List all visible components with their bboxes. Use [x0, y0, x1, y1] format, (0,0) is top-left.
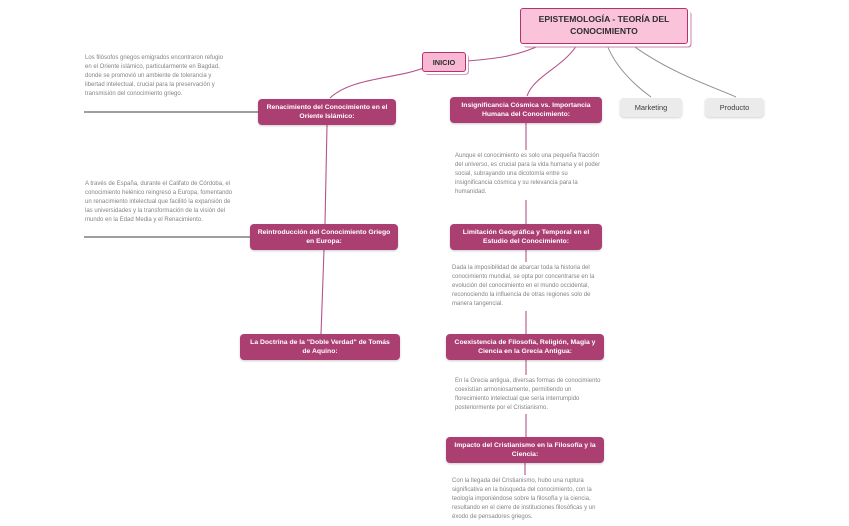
node-marketing[interactable]: Marketing [620, 98, 682, 117]
note-llegada-cristianismo[interactable]: Con la llegada del Cristianismo, hubo un… [452, 478, 596, 520]
connector-title-marketing [606, 44, 652, 98]
connector-title-inicio [466, 43, 544, 62]
node-renacimiento[interactable]: Renacimiento del Conocimiento en el Orie… [258, 99, 396, 125]
node-impacto[interactable]: Impacto del Cristianismo en la Filosofía… [446, 437, 604, 463]
note-mundo-occidental[interactable]: Dada la imposibilidad de abarcar toda la… [452, 265, 595, 307]
node-reintroduccion[interactable]: Reintroducción del Conocimiento Griego e… [250, 224, 398, 250]
note-filosofos-griegos[interactable]: Los filósofos griegos emigrados encontra… [85, 55, 224, 97]
node-limitacion[interactable]: Limitación Geográfica y Temporal en el E… [450, 224, 602, 250]
node-coexistencia[interactable]: Coexistencia de Filosofía, Religión, Mag… [446, 334, 604, 360]
node-doctrina[interactable]: La Doctrina de la "Doble Verdad" de Tomá… [240, 334, 400, 360]
connector-title-insignificancia [526, 44, 578, 97]
connector-renacimiento-reintroduccion [324, 124, 328, 225]
note-grecia-antigua[interactable]: En la Grecia antigua, diversas formas de… [455, 378, 601, 411]
node-insignificancia[interactable]: Insignificancia Cósmica vs. Importancia … [450, 97, 602, 123]
connector-inicio-renacimiento [329, 66, 427, 99]
connector-reintroduccion-doctrina [320, 249, 325, 335]
note-insignificancia-cosmica[interactable]: Aunque el conocimiento es solo una peque… [455, 153, 601, 195]
node-producto[interactable]: Producto [705, 98, 764, 117]
connector-title-producto [631, 44, 737, 98]
node-inicio[interactable]: INICIO [422, 52, 466, 72]
root-node-epistemologia[interactable]: EPISTEMOLOGÍA - TEORÍA DEL CONOCIMIENTO [520, 8, 688, 44]
note-espana-cordoba[interactable]: A través de España, durante el Califato … [85, 181, 233, 223]
